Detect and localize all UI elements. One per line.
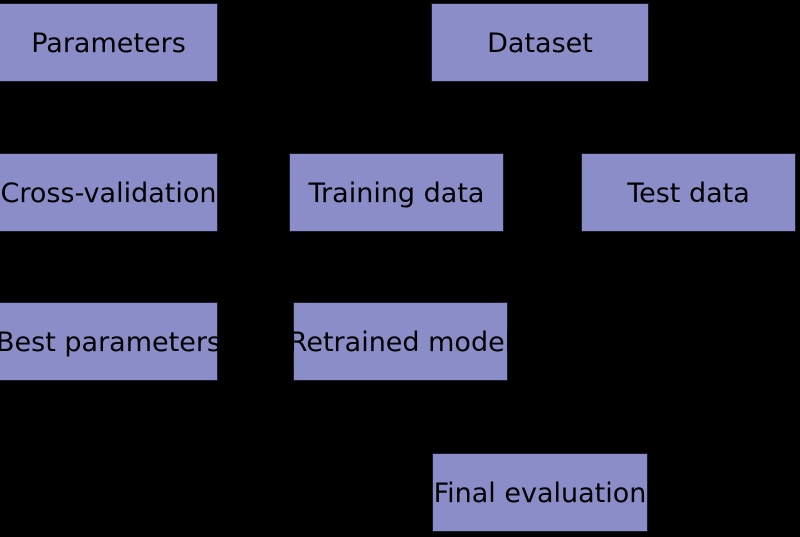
diagram-node-retrained-model[interactable]: Retrained model [289, 302, 512, 381]
diagram-node-dataset[interactable]: Dataset [431, 3, 649, 82]
diagram-node-best-parameters[interactable]: Best parameters [0, 302, 221, 381]
node-label: Retrained model [288, 327, 513, 358]
node-label: Dataset [487, 28, 593, 59]
diagram-node-test-data[interactable]: Test data [581, 153, 796, 232]
node-label: Final evaluation [433, 478, 647, 509]
diagram-node-training-data[interactable]: Training data [289, 153, 504, 232]
node-label: Test data [627, 178, 750, 209]
diagram-node-cross-validation[interactable]: Cross-validation [0, 153, 218, 232]
node-label: Parameters [31, 28, 186, 59]
diagram-node-parameters[interactable]: Parameters [0, 3, 218, 82]
diagram-node-final-evaluation[interactable]: Final evaluation [432, 453, 648, 532]
node-label: Training data [308, 178, 485, 209]
node-label: Best parameters [0, 327, 221, 358]
node-label: Cross-validation [0, 178, 217, 209]
